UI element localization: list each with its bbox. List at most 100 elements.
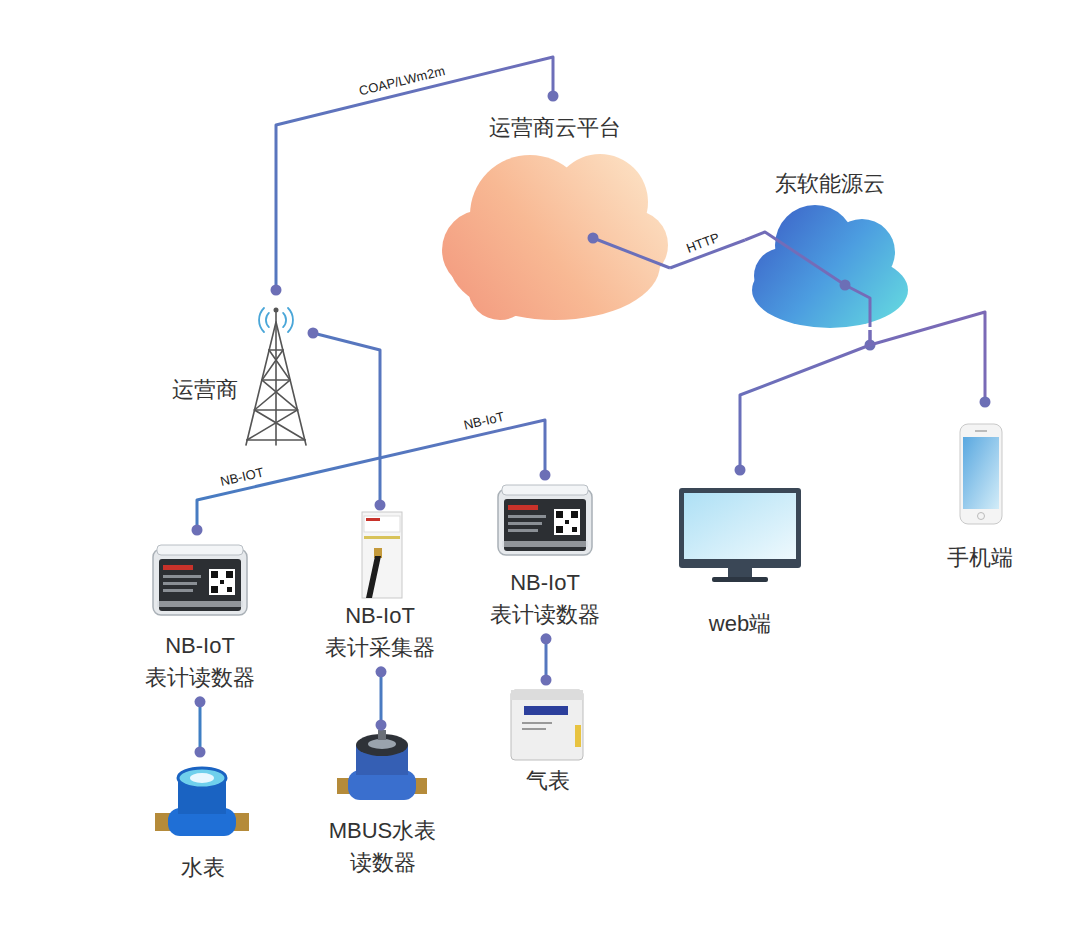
gas-meter-icon (522, 728, 546, 730)
carrier-cloud-shape (468, 256, 532, 320)
node-label: 运营商云平台 (489, 112, 621, 144)
signal-waves (259, 308, 293, 332)
connector (313, 333, 380, 505)
collector-device (364, 536, 400, 539)
label-wrap: 运营商 (172, 374, 238, 406)
mbus-meter-icon (337, 730, 427, 800)
collector-device (366, 518, 380, 521)
wire-dot (588, 233, 599, 244)
label-wrap: NB-IoT 表计读数器 (120, 630, 280, 694)
phone-icon (978, 513, 985, 520)
node-label: web端 (709, 608, 771, 640)
connector (740, 330, 870, 470)
node-label: MBUS水表 读数器 (318, 815, 448, 879)
tower-icon (247, 350, 298, 440)
icon-slot (440, 144, 670, 324)
icon-slot (469, 475, 621, 567)
signal-waves (288, 308, 293, 332)
cloud-node: 东软能源云 (745, 168, 915, 330)
connector (545, 639, 548, 680)
client-node: web端 (675, 470, 805, 648)
monitor-icon (712, 577, 768, 582)
collector-device (364, 516, 400, 532)
icon-slot (495, 680, 600, 765)
reader-device-right (498, 485, 592, 555)
cloud-inner-wire (593, 238, 670, 268)
tower-icon (246, 310, 306, 445)
label-wrap: 手机端 (930, 542, 1030, 574)
device-node: NB-IoT 表计读数器 (469, 475, 621, 639)
icon-slot (238, 290, 313, 445)
gas-meter-icon (511, 690, 583, 760)
node-label: NB-IoT 表计采集器 (310, 600, 450, 664)
icon-slot (675, 470, 805, 608)
gas-meter-icon (575, 725, 581, 747)
connector (380, 672, 383, 725)
tower-icon (246, 322, 306, 445)
node-label: 手机端 (947, 542, 1013, 574)
phone-icon (963, 437, 999, 509)
meter-node: 气表 (495, 680, 600, 805)
phone-icon (975, 430, 987, 432)
signal-waves (283, 313, 286, 327)
node-label: 气表 (526, 765, 570, 797)
tower-icon (275, 322, 277, 445)
water-meter-icon (178, 768, 226, 788)
device-node: NB-IoT 表计采集器 (304, 505, 456, 672)
signal-waves (259, 308, 264, 332)
icon-slot (745, 200, 915, 330)
label-wrap: NB-IoT 表计读数器 (469, 567, 621, 631)
phone-icon (960, 424, 1002, 524)
label-wrap: 气表 (495, 765, 600, 797)
connector (199, 702, 202, 752)
icon-slot (120, 530, 280, 630)
collector-device (362, 512, 402, 598)
label-wrap: NB-IoT 表计采集器 (304, 600, 456, 664)
tower-tip (274, 308, 279, 313)
gas-meter-icon (511, 690, 583, 760)
node-label: 运营商 (172, 374, 238, 406)
node-label: NB-IoT 表计读数器 (130, 630, 270, 694)
reader-device-left (153, 545, 247, 615)
device-node: NB-IoT 表计读数器 (120, 530, 280, 702)
label-wrap: 运营商云平台 (440, 112, 670, 144)
monitor-icon (679, 488, 801, 582)
icon-slot (304, 505, 456, 600)
collector-device (366, 556, 381, 598)
collector-device (362, 512, 402, 598)
energy-cloud-shape (752, 205, 908, 328)
signal-waves (266, 313, 269, 327)
cloud-inner-wire (745, 232, 870, 327)
phone-icon (960, 424, 1002, 524)
icon-slot (300, 725, 465, 815)
gas-meter-icon (522, 722, 552, 724)
icon-slot (140, 752, 265, 852)
node-label: 东软能源云 (775, 168, 885, 200)
meter-node: 水表 (140, 752, 265, 892)
meter-node: MBUS水表 读数器 (300, 725, 465, 887)
client-node: 手机端 (930, 402, 1030, 582)
gas-meter-icon (511, 690, 583, 700)
carrier-cloud-shape (442, 154, 668, 320)
mbus-meter-icon (378, 730, 386, 740)
monitor-icon (684, 493, 796, 559)
node-label: 水表 (181, 852, 225, 884)
label-wrap: MBUS水表 读数器 (300, 815, 465, 879)
cloud-inner-wire (593, 232, 870, 327)
monitor-icon (728, 568, 752, 577)
cloud-node: 运营商云平台 (440, 96, 670, 324)
wire-dot (840, 280, 851, 291)
energy-cloud-shape (829, 219, 895, 285)
connector (276, 57, 553, 290)
gas-meter-icon (524, 706, 568, 715)
label-wrap: web端 (675, 608, 805, 640)
node-label: NB-IoT 表计读数器 (475, 567, 615, 631)
tower-node: 运营商 (172, 290, 313, 445)
label-wrap: 水表 (140, 852, 265, 884)
connector (197, 420, 545, 530)
icon-slot (930, 402, 1030, 542)
label-wrap: 东软能源云 (745, 168, 915, 200)
wire-dot (588, 233, 876, 351)
connector (870, 312, 985, 402)
